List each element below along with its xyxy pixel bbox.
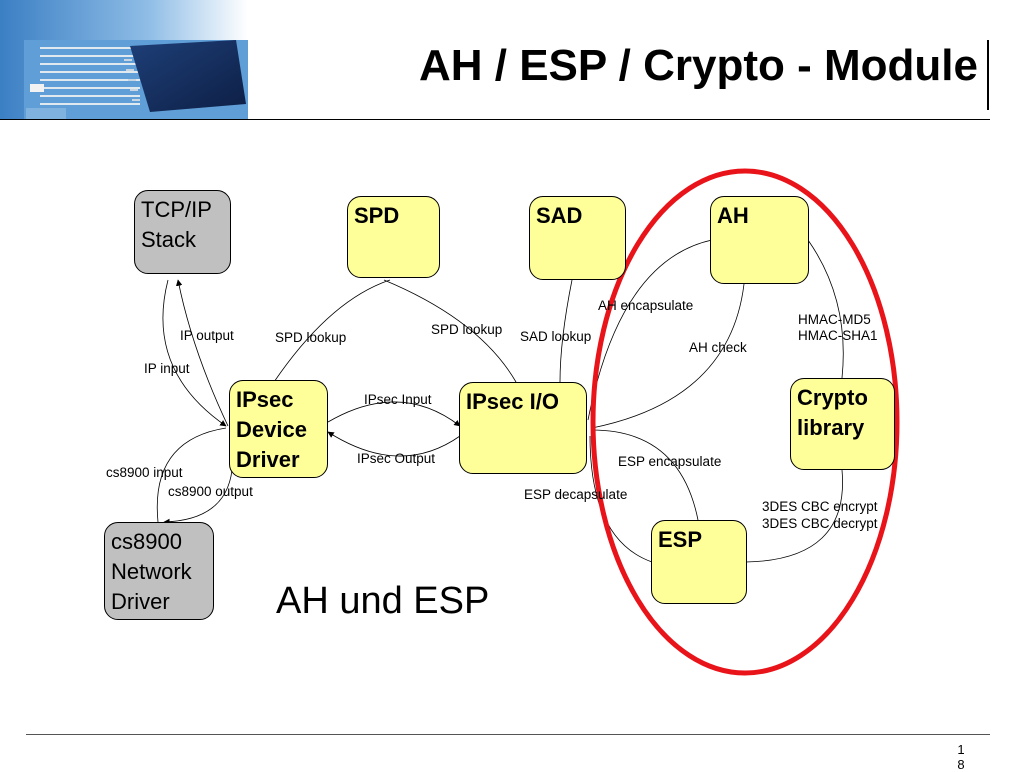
label-spd-lookup-1: SPD lookup (275, 330, 347, 345)
edge-ipsec-output (327, 431, 461, 457)
edge-spd-lookup-driver (273, 279, 391, 383)
slide-title: AH / ESP / Crypto - Module (418, 41, 978, 90)
esp-box: ESP (651, 520, 747, 604)
label-ipsec-output: IPsec Output (357, 451, 436, 466)
edge-ip-input (162, 279, 227, 427)
cs8900-network-driver-box: cs8900 Network Driver (104, 522, 214, 620)
edge-3des (745, 469, 843, 563)
title-marker (987, 40, 989, 110)
footer-rule (26, 734, 990, 735)
caption-ah-und-esp: AH und ESP (276, 580, 490, 622)
label-spd-lookup-2: SPD lookup (431, 322, 503, 337)
label-ah-check: AH check (689, 340, 747, 355)
label-3des-encrypt: 3DES CBC encrypt (762, 499, 878, 514)
box-line: SAD (536, 203, 583, 228)
ah-box: AH (710, 196, 809, 284)
highlight-ellipse (590, 168, 900, 676)
edge-spd-lookup-io (383, 279, 517, 383)
crypto-library-box: Crypto library (790, 378, 895, 470)
tcpip-stack-box: TCP/IP Stack (134, 190, 231, 274)
label-ipsec-input: IPsec Input (364, 392, 432, 407)
label-cs8900-output: cs8900 output (168, 484, 253, 499)
edge-cs8900-output (163, 469, 233, 526)
label-esp-decapsulate: ESP decapsulate (524, 487, 628, 502)
ipsec-io-box: IPsec I/O (459, 382, 587, 474)
edge-ah-check (591, 283, 745, 429)
label-3des-decrypt: 3DES CBC decrypt (762, 516, 878, 531)
box-line: TCP/IP (141, 197, 212, 222)
edge-cs8900-input (156, 427, 227, 523)
box-line: Device (236, 417, 307, 442)
box-line: Crypto (797, 385, 868, 410)
box-line: SPD (354, 203, 400, 228)
sad-box: SAD (529, 196, 626, 280)
circuit-board-image (0, 0, 248, 120)
box-line: Network (111, 559, 192, 584)
label-hmac-sha1: HMAC-SHA1 (798, 328, 878, 343)
box-line: Stack (141, 227, 197, 252)
label-ip-output: IP output (180, 328, 234, 343)
spd-box: SPD (347, 196, 440, 278)
box-line: Driver (111, 589, 170, 614)
edge-sad-lookup (559, 279, 573, 383)
box-line: AH (717, 203, 749, 228)
edge-ip-output (175, 279, 229, 427)
label-esp-encapsulate: ESP encapsulate (618, 454, 722, 469)
label-ip-input: IP input (144, 361, 190, 376)
edge-esp-encapsulate (591, 429, 699, 521)
ipsec-device-driver-box: IPsec Device Driver (229, 380, 328, 478)
edge-ipsec-input (327, 401, 461, 427)
box-line: library (797, 415, 865, 440)
box-line: IPsec I/O (466, 389, 559, 414)
page-number: 18 (957, 742, 965, 772)
box-line: cs8900 (111, 529, 182, 554)
box-line: Driver (236, 447, 300, 472)
box-line: ESP (658, 527, 703, 552)
box-line: IPsec (236, 387, 294, 412)
edge-hmac (807, 239, 844, 379)
label-hmac-md5: HMAC-MD5 (798, 312, 871, 327)
header-rule (0, 119, 990, 120)
label-sad-lookup: SAD lookup (520, 329, 592, 344)
label-ah-encapsulate: AH encapsulate (598, 298, 694, 313)
label-cs8900-input: cs8900 input (106, 465, 183, 480)
